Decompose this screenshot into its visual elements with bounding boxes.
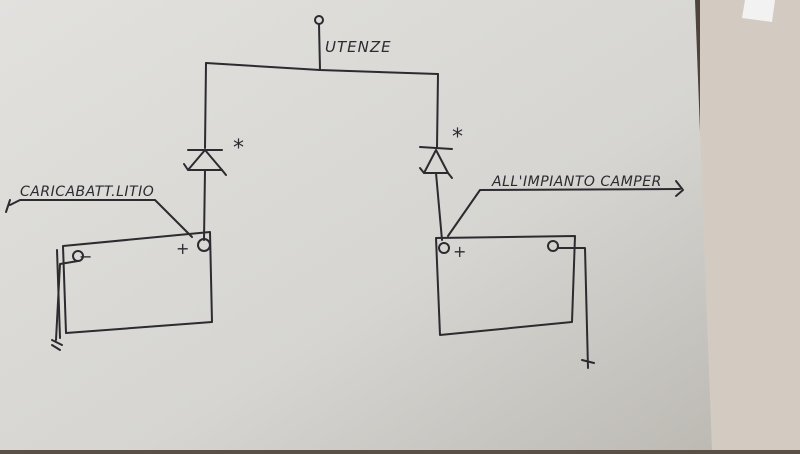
right-wire-upper	[436, 73, 439, 148]
left-diode-tail	[183, 163, 227, 176]
left-positive-terminal	[197, 238, 211, 252]
left-diode-mark: *	[233, 136, 244, 161]
right-positive-terminal	[438, 242, 450, 254]
camper-leader	[447, 188, 681, 237]
camper-label: ALL'IMPIANTO CAMPER	[491, 174, 662, 190]
left-minus-label: −	[79, 247, 92, 266]
paper-tab	[742, 0, 775, 22]
right-diode-bar	[419, 146, 453, 150]
right-negative-terminal	[547, 240, 559, 252]
loads-label: UTENZE	[325, 38, 392, 56]
left-battery	[62, 231, 213, 334]
charger-label: CARICABATT.LITIO	[20, 184, 154, 200]
circuit-lines	[5, 15, 684, 369]
paper-edge-right	[700, 0, 800, 450]
left-plus-label: +	[176, 239, 189, 258]
camper-arrow	[675, 180, 684, 197]
right-plus-label: +	[453, 242, 466, 261]
right-diode-mark: *	[452, 125, 463, 150]
right-diode-tail	[419, 167, 453, 179]
loads-wire	[318, 23, 321, 71]
charger-leader	[9, 199, 193, 238]
paper-sheet	[0, 0, 712, 450]
right-negative-lead	[557, 247, 595, 369]
right-wire-lower	[435, 172, 443, 241]
top-bus-wire	[205, 62, 439, 75]
left-negative-lead	[51, 260, 79, 351]
right-battery	[435, 235, 576, 336]
left-wire-lower	[203, 169, 206, 241]
charger-arrow	[5, 199, 11, 213]
left-wire-upper	[204, 62, 207, 149]
